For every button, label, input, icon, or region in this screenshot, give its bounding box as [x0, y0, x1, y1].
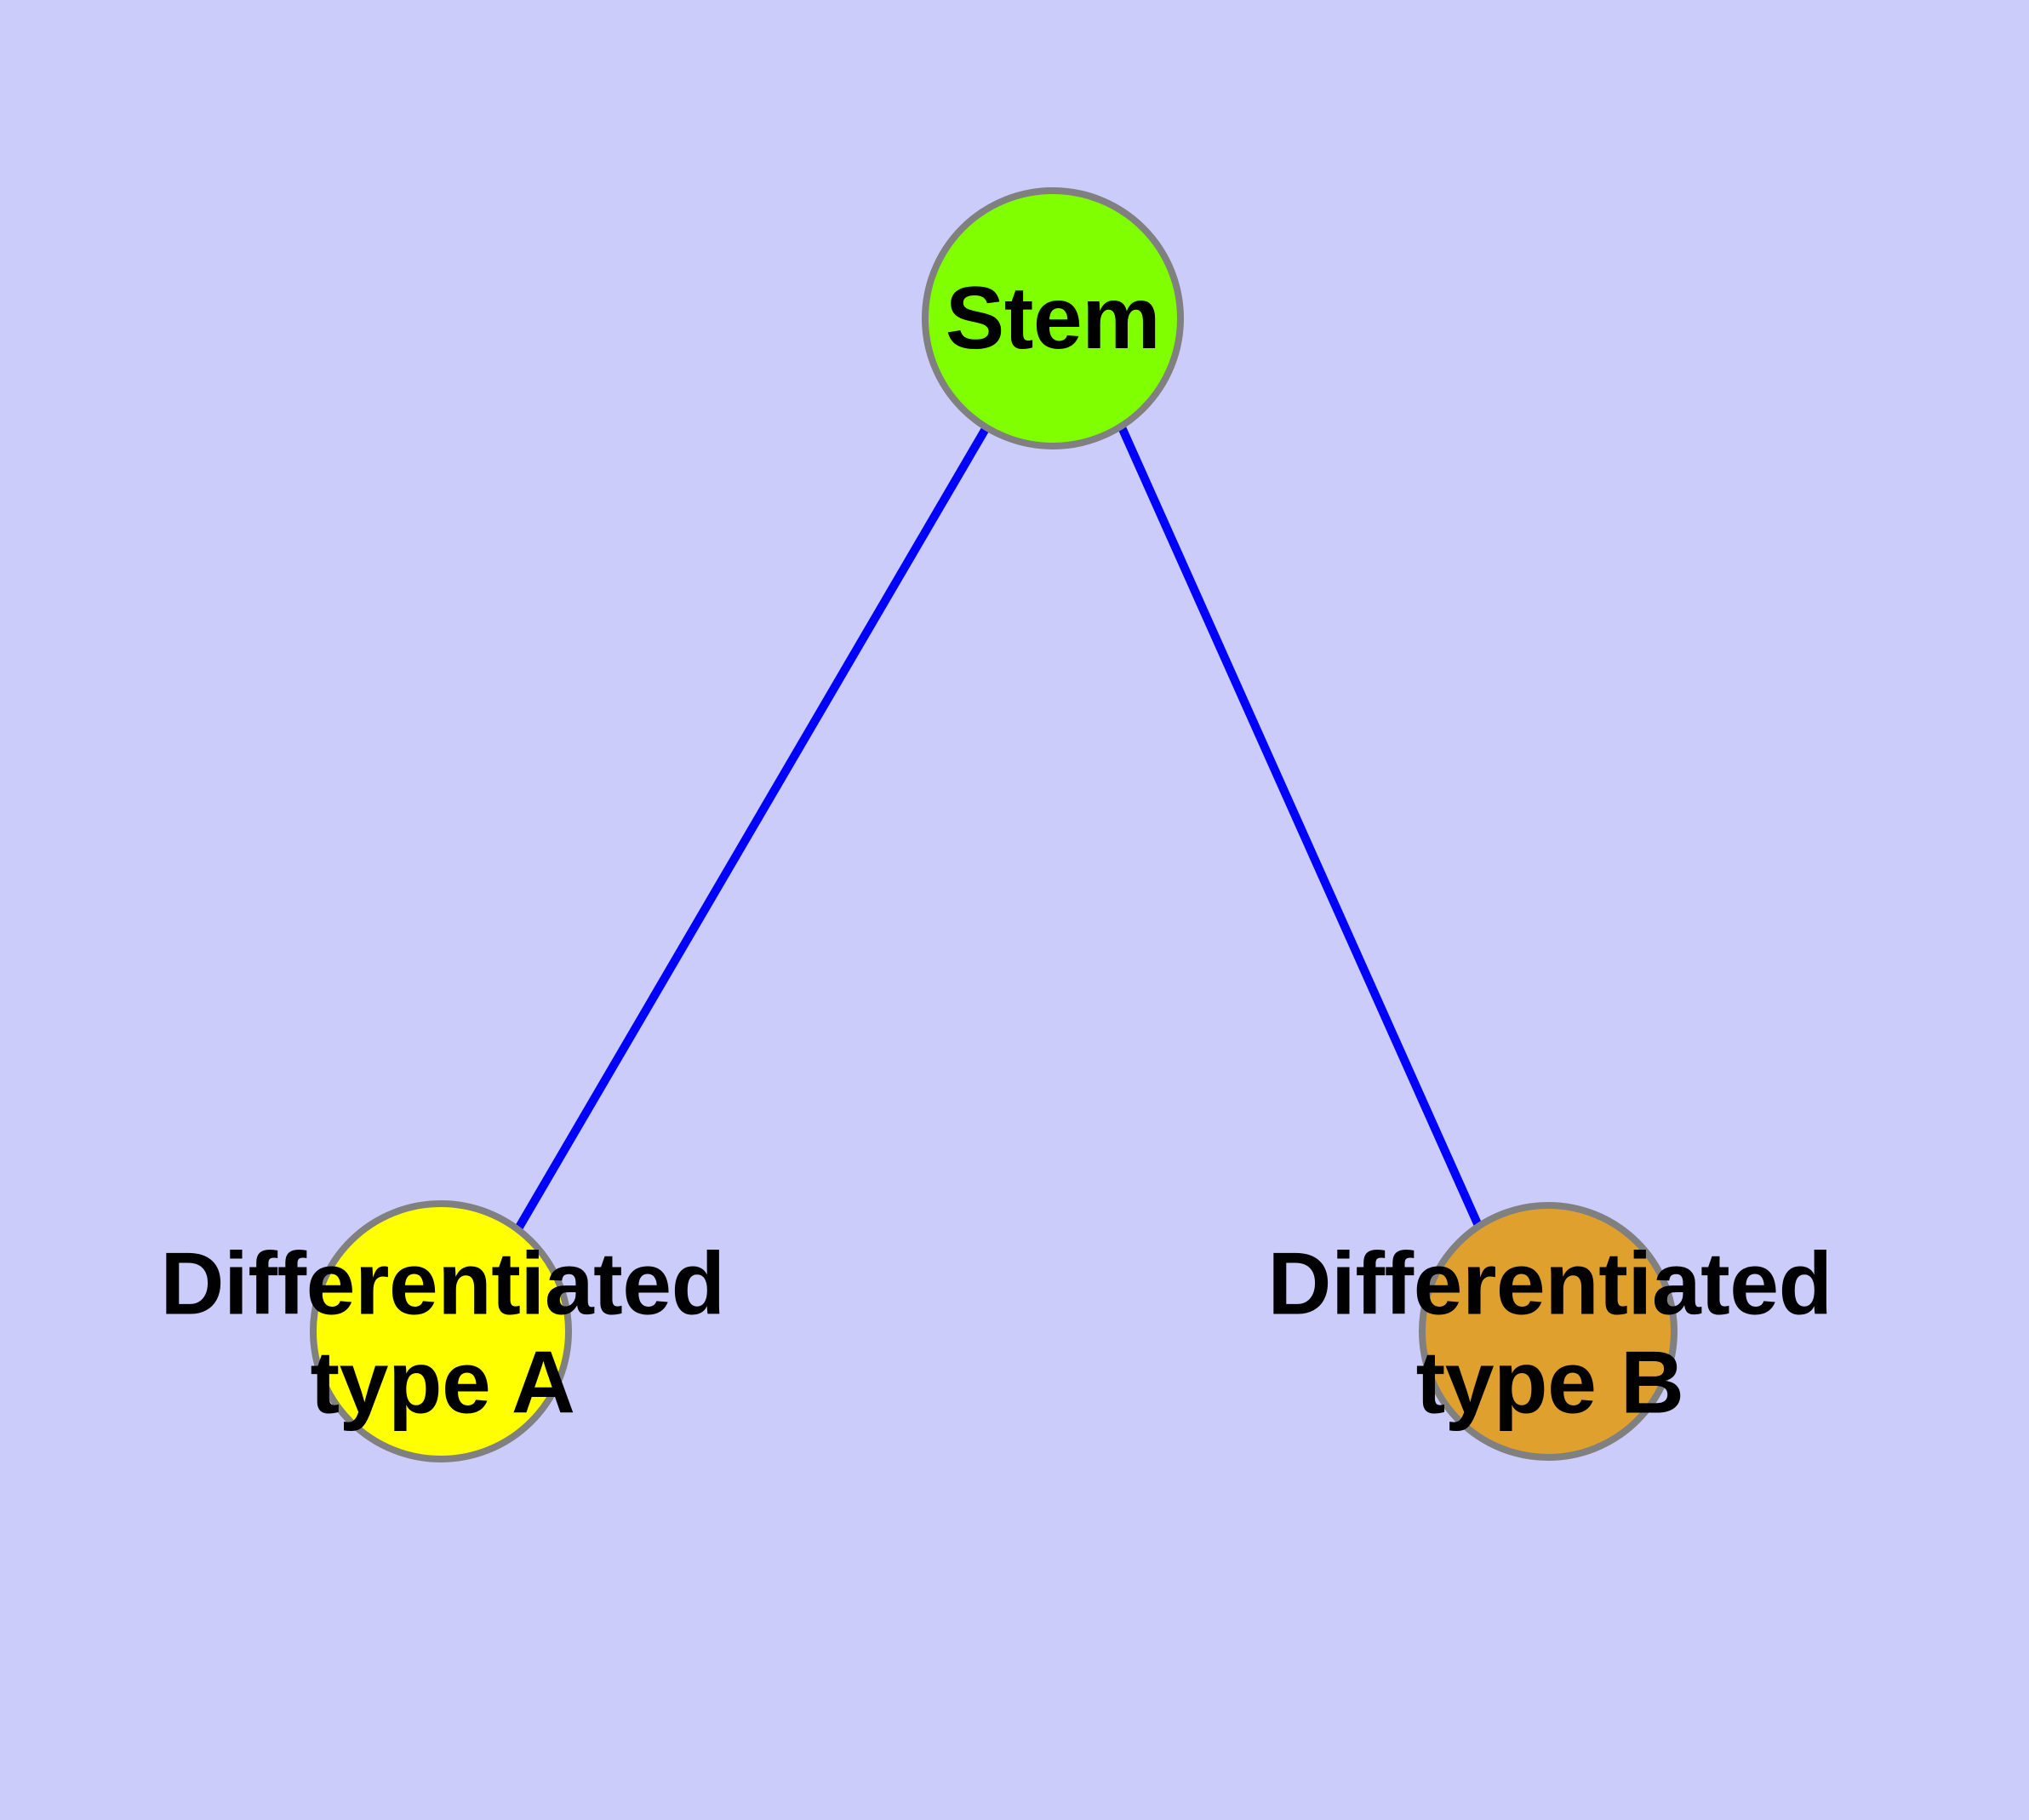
node-label-stem: Stem [945, 268, 1161, 368]
edge-stem-to-diff-a[interactable] [513, 425, 991, 1233]
edge-stem-to-diff-b[interactable] [1117, 425, 1483, 1230]
node-label-diff-b: Differentiated type B [1267, 1234, 1832, 1433]
node-group [310, 187, 1677, 1462]
node-label-diff-a: Differentiated type A [160, 1234, 725, 1433]
node-circle-diff-a[interactable] [310, 1200, 572, 1462]
edge-group [513, 425, 1483, 1233]
node-circle-diff-b[interactable] [1419, 1202, 1677, 1461]
node-circle-stem[interactable] [922, 187, 1184, 449]
